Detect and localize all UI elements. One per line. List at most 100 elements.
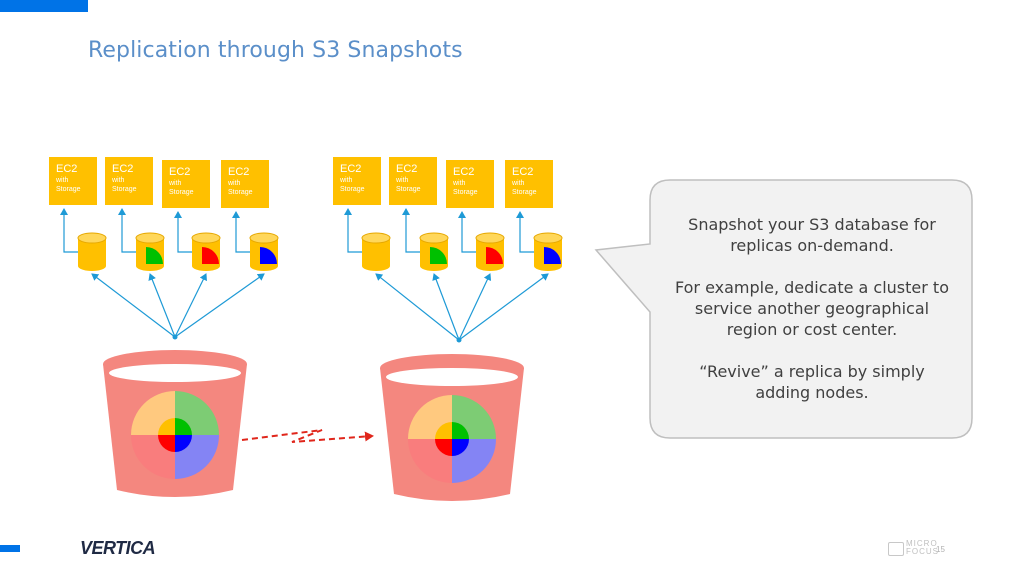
ec2-node-sub-1: with (55, 177, 69, 184)
node-connector (174, 211, 192, 253)
cylinder-top (419, 232, 449, 244)
cylinder-top (77, 232, 107, 244)
inner-quadrant-blue (452, 439, 469, 456)
node-connector (344, 208, 362, 253)
storage-connector (458, 273, 549, 341)
cylinder-top (361, 232, 391, 244)
ec2-node-box (162, 160, 210, 208)
bucket-rim (109, 364, 241, 382)
inner-quadrant-orange (158, 418, 175, 435)
cylinder-bottom (78, 261, 106, 271)
ec2-node-sub-1: with (452, 180, 466, 187)
node-connector (60, 208, 78, 253)
ec2-node-label: EC2 (228, 166, 249, 178)
callout-text: Snapshot your S3 database for replicas o… (670, 214, 954, 403)
connector-hub (172, 334, 178, 340)
inner-quadrant-blue (175, 435, 192, 452)
data-slice-blue (544, 247, 561, 264)
callout-bubble (594, 179, 973, 439)
ec2-node-box (105, 157, 153, 205)
callout-paragraph-2: For example, dedicate a cluster to servi… (675, 278, 949, 339)
ec2-node-sub-1: with (339, 177, 353, 184)
ec2-node-label: EC2 (396, 163, 417, 175)
page-number: 15 (936, 545, 945, 554)
bucket-rim (386, 368, 518, 386)
cylinder-top (135, 232, 165, 244)
ec2-node-sub-2: Storage (56, 186, 81, 193)
inner-quadrant-orange (435, 422, 452, 439)
ec2-node-box (505, 160, 553, 208)
connector-hub (456, 337, 462, 343)
ec2-node-sub-2: Storage (453, 189, 478, 196)
ec2-node-label: EC2 (512, 166, 533, 178)
ec2-node-box (446, 160, 494, 208)
cylinder-top (191, 232, 221, 244)
data-slice-green (430, 247, 447, 264)
ec2-node-sub-2: Storage (512, 189, 537, 196)
data-slice-green (146, 247, 163, 264)
ec2-node-sub-2: Storage (228, 189, 253, 196)
ec2-node-sub-2: Storage (340, 186, 365, 193)
ec2-node-label: EC2 (112, 163, 133, 175)
micro-focus-line-1: MICRO (906, 539, 938, 548)
ec2-node-box (221, 160, 269, 208)
micro-focus-line-2: FOCUS (906, 547, 939, 556)
storage-connector (174, 273, 207, 338)
ec2-node-sub-1: with (111, 177, 125, 184)
top-accent-bar (0, 0, 88, 12)
data-slice-red (202, 247, 219, 264)
callout-paragraph-3: “Revive” a replica by simply adding node… (699, 362, 925, 402)
bucket-1 (103, 350, 247, 497)
storage-connector (148, 273, 176, 338)
ec2-node-sub-1: with (168, 180, 182, 187)
storage-connector (375, 273, 460, 341)
node-connector (516, 211, 534, 253)
inner-quadrant-red (435, 439, 452, 456)
storage-connector (91, 273, 176, 338)
inner-quadrant-green (452, 422, 469, 439)
node-connector (232, 211, 250, 253)
ec2-node-label: EC2 (453, 166, 474, 178)
storage-connector (458, 273, 492, 341)
node-connector (402, 208, 420, 253)
data-slice-blue (260, 247, 277, 264)
ec2-node-sub-2: Storage (112, 186, 137, 193)
vertica-logo: VERTICA (80, 538, 156, 558)
callout-paragraph-1: Snapshot your S3 database for replicas o… (688, 215, 936, 255)
storage-connector (432, 273, 460, 341)
bottom-accent-bar (0, 545, 20, 552)
slide-title: Replication through S3 Snapshots (88, 38, 463, 63)
ec2-node-sub-1: with (227, 180, 241, 187)
ec2-node-label: EC2 (169, 166, 190, 178)
inner-quadrant-green (175, 418, 192, 435)
ec2-node-sub-2: Storage (396, 186, 421, 193)
cylinder-bottom (362, 261, 390, 271)
ec2-node-label: EC2 (56, 163, 77, 175)
cylinder-top (533, 232, 563, 244)
ec2-node-box (49, 157, 97, 205)
ec2-node-sub-2: Storage (169, 189, 194, 196)
cylinder-top (249, 232, 279, 244)
ec2-node-box (389, 157, 437, 205)
node-connector (118, 208, 136, 253)
snapshot-arrow (241, 429, 374, 443)
node-connector (458, 211, 476, 253)
ec2-node-label: EC2 (340, 163, 361, 175)
ec2-node-sub-1: with (395, 177, 409, 184)
micro-focus-logo: MICRO FOCUS (888, 540, 948, 558)
storage-connector (174, 273, 265, 338)
bucket-2 (380, 354, 524, 501)
cylinder-top (475, 232, 505, 244)
ec2-node-sub-1: with (511, 180, 525, 187)
